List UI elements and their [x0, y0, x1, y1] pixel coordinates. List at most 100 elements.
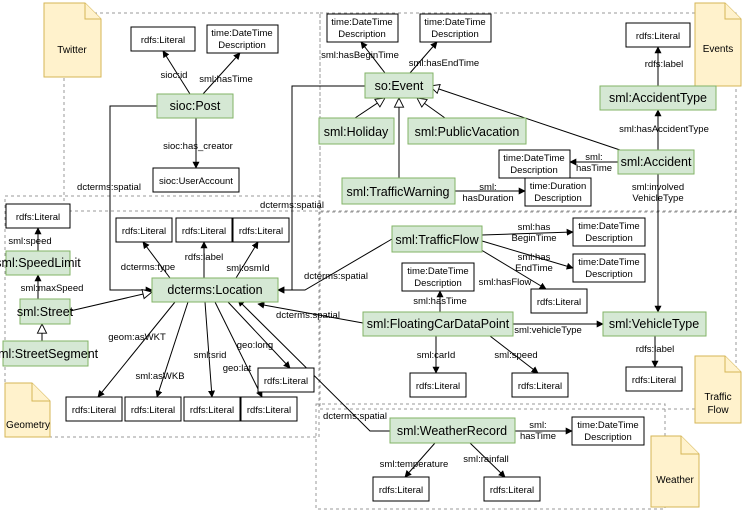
literal-temperature-text: rdfs:Literal: [379, 485, 423, 496]
literal-post-time: time:DateTime Description: [206, 24, 279, 54]
node-fcd-point-label: sml:FloatingCarDataPoint: [367, 317, 510, 331]
edge-aswkt: [97, 301, 176, 398]
node-vehicle-type[interactable]: sml:VehicleType: [602, 311, 707, 337]
literal-rainfall-text: rdfs:Literal: [490, 485, 534, 496]
edge-weather-spatial: [237, 299, 390, 432]
literal-srid: rdfs:Literal: [183, 396, 241, 422]
edge-trafficflow-spatial: [277, 238, 393, 294]
literal-nodes: rdfs:Literal time:DateTime Description s…: [5, 13, 691, 502]
label-carid: sml:carId: [417, 350, 456, 361]
literal-loc-label-text: rdfs:Literal: [182, 226, 226, 237]
edge-labels: sioc:id sml:hasTime sioc:has_creator dct…: [8, 50, 709, 470]
literal-accident-time-1: time:DateTime: [503, 153, 564, 164]
literal-duration: time:Duration Description: [524, 177, 592, 207]
node-holiday-label: sml:Holiday: [324, 125, 389, 139]
literal-tf-flow-text: rdfs:Literal: [537, 297, 581, 308]
node-street[interactable]: sml:Street: [17, 298, 74, 325]
edge-post-hastime: [202, 52, 241, 95]
literal-post-time-1: time:DateTime: [211, 28, 272, 39]
literal-carid: rdfs:Literal: [409, 372, 467, 398]
literal-event-end: time:DateTime Description: [419, 13, 492, 43]
literal-weather-time-1: time:DateTime: [577, 420, 638, 431]
region-weather: [315, 403, 666, 510]
edge-trafficflow-end: [481, 240, 574, 270]
label-post-hastime: sml:hasTime: [199, 74, 253, 85]
label-sioc-id: sioc:id: [161, 70, 188, 81]
node-event[interactable]: so:Event: [364, 72, 434, 99]
edge-temperature: [404, 442, 436, 478]
literal-fcd-speed: rdfs:Literal: [511, 372, 569, 398]
label-rainfall: sml:rainfall: [463, 454, 508, 465]
node-traffic-flow[interactable]: sml:TrafficFlow: [391, 225, 483, 253]
label-has-creator: sioc:has_creator: [163, 141, 233, 152]
note-twitter: Twitter: [43, 2, 102, 78]
label-fcd-hastime: sml:hasTime: [413, 296, 467, 307]
class-nodes: sioc:Post so:Event sml:Holiday sml:Publi…: [0, 72, 717, 444]
literal-accidenttype-label-text: rdfs:Literal: [636, 31, 680, 42]
edge-srid: [204, 301, 216, 398]
literal-loc-label: rdfs:Literal: [175, 217, 233, 243]
label-aswkb: sml:asWKB: [135, 371, 184, 382]
node-accident-type[interactable]: sml:AccidentType: [599, 85, 717, 111]
node-post[interactable]: sioc:Post: [156, 93, 234, 119]
node-street-segment[interactable]: sml:StreetSegment: [0, 340, 99, 367]
literal-tf-flow: rdfs:Literal: [530, 288, 588, 314]
literal-accidenttype-label: rdfs:Literal: [625, 22, 691, 48]
note-traffic-flow-label-2: Flow: [707, 405, 729, 416]
edge-trafficflow-begin: [481, 228, 574, 236]
node-holiday[interactable]: sml:Holiday: [318, 117, 395, 145]
literal-tf-begin-2: Description: [585, 233, 633, 244]
edge-street-subclass: [69, 292, 152, 312]
label-long: geo:long: [237, 340, 273, 351]
literal-wkb-text: rdfs:Literal: [131, 405, 175, 416]
label-event-end: sml:hasEndTime: [409, 58, 479, 69]
label-accident-hastime-2: hasTime: [576, 163, 612, 174]
label-temperature: sml:temperature: [380, 459, 449, 470]
label-lat: geo:lat: [223, 363, 252, 374]
node-accident-label: sml:Accident: [621, 155, 692, 169]
literal-fcd-time-1: time:DateTime: [407, 266, 468, 277]
literal-loc-type: rdfs:Literal: [115, 217, 173, 243]
label-event-spatial: dcterms:spatial: [260, 200, 324, 211]
literal-fcd-time-2: Description: [414, 278, 462, 289]
label-fcd-spatial: dcterms:spatial: [276, 310, 340, 321]
literal-loc-osmid-text: rdfs:Literal: [239, 226, 283, 237]
literal-long-text: rdfs:Literal: [264, 376, 308, 387]
literal-rainfall: rdfs:Literal: [483, 476, 541, 502]
node-traffic-warning[interactable]: sml:TrafficWarning: [341, 177, 456, 205]
label-dcterms-type: dcterms:type: [121, 262, 175, 273]
literal-accident-time: time:DateTime Description: [498, 149, 571, 179]
node-traffic-warning-label: sml:TrafficWarning: [346, 185, 449, 199]
node-public-vacation[interactable]: sml:PublicVacation: [407, 117, 527, 145]
node-public-vacation-label: sml:PublicVacation: [415, 125, 520, 139]
node-accident[interactable]: sml:Accident: [617, 149, 695, 175]
literal-user-account: sioc:UserAccount: [152, 167, 240, 193]
edge-event-end: [409, 41, 438, 74]
edges: [34, 41, 662, 478]
literal-lat-text: rdfs:Literal: [247, 405, 291, 416]
literal-loc-type-text: rdfs:Literal: [122, 226, 166, 237]
note-twitter-label: Twitter: [57, 45, 87, 56]
label-event-begin: sml:hasBeginTime: [321, 50, 399, 61]
node-weather-record-label: sml:WeatherRecord: [397, 424, 507, 438]
node-location[interactable]: dcterms:Location: [151, 277, 279, 303]
literal-duration-2: Description: [534, 193, 582, 204]
node-fcd-point[interactable]: sml:FloatingCarDataPoint: [362, 311, 514, 337]
literal-user-account-text: sioc:UserAccount: [159, 176, 233, 187]
label-weather-hastime-2: hasTime: [520, 431, 556, 442]
label-involved-1: sml:involved: [632, 182, 684, 193]
node-speed-limit[interactable]: sml:SpeedLimit: [0, 250, 81, 276]
node-weather-record[interactable]: sml:WeatherRecord: [389, 417, 516, 444]
node-street-segment-label: sml:StreetSegment: [0, 347, 99, 361]
literal-tf-begin: time:DateTime Description: [572, 217, 646, 247]
literal-weather-time: time:DateTime Description: [571, 416, 645, 446]
literal-long: rdfs:Literal: [257, 367, 315, 393]
literal-temperature: rdfs:Literal: [372, 476, 430, 502]
literal-wkt: rdfs:Literal: [65, 396, 123, 422]
label-osmid: sml:osmId: [226, 263, 269, 274]
label-weather-spatial: dcterms:spatial: [323, 411, 387, 422]
literal-weather-time-2: Description: [584, 432, 632, 443]
note-weather-label: Weather: [656, 475, 694, 486]
literal-vehicletype-label: rdfs:Literal: [625, 366, 683, 392]
